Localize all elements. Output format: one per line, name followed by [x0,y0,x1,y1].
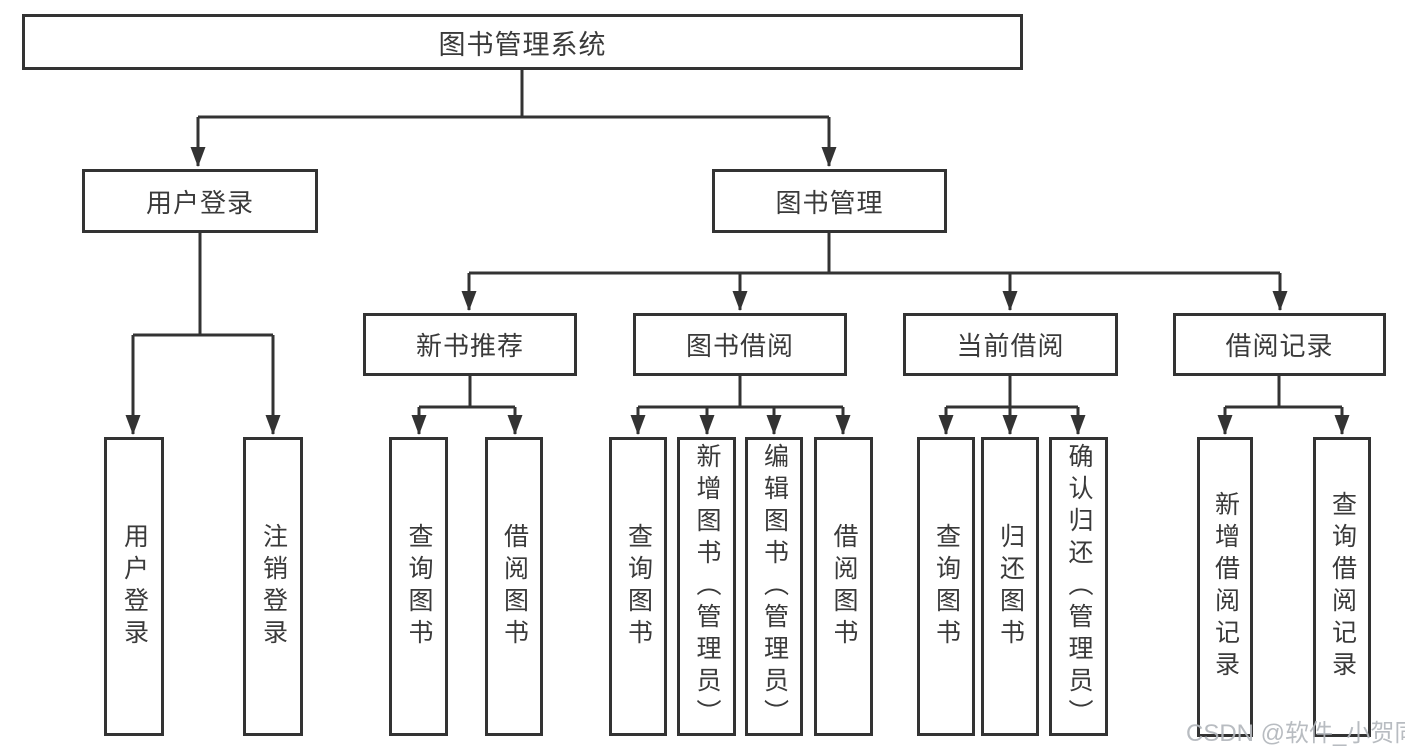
node-root: 图书管理系统 [22,14,1023,70]
leaf-return-books-label: 归还图书 [996,522,1025,651]
node-borrow-records: 借阅记录 [1173,313,1386,376]
leaf-user-login-label: 用户登录 [120,522,149,651]
leaf-borrow-query-books: 查询图书 [609,437,667,736]
node-new-book-recommend-label: 新书推荐 [415,331,524,361]
leaf-user-login: 用户登录 [104,437,164,736]
leaf-recommend-query-books-label: 查询图书 [405,522,433,651]
leaf-edit-books-admin: 编辑图书（管理员） [745,437,803,736]
leaf-confirm-return-admin-label: 确认归还（管理员） [1065,442,1093,731]
leaf-current-query-books: 查询图书 [917,437,975,736]
leaf-add-books-admin-label: 新增图书（管理员） [693,442,721,731]
node-book-management-label: 图书管理 [775,187,884,218]
leaf-add-borrow-record: 新增借阅记录 [1197,437,1253,737]
node-current-borrow-label: 当前借阅 [956,331,1065,361]
node-new-book-recommend: 新书推荐 [363,313,577,376]
node-book-management: 图书管理 [712,169,947,233]
leaf-add-borrow-record-label: 新增借阅记录 [1211,491,1240,683]
leaf-recommend-query-books: 查询图书 [389,437,448,736]
node-user-login: 用户登录 [82,169,318,233]
leaf-add-books-admin: 新增图书（管理员） [677,437,736,736]
leaf-logout: 注销登录 [243,437,303,736]
leaf-current-query-books-label: 查询图书 [932,522,961,651]
leaf-borrow-books: 借阅图书 [814,437,873,736]
node-book-borrow-label: 图书借阅 [685,331,794,361]
node-root-label: 图书管理系统 [438,29,607,60]
node-book-borrow: 图书借阅 [633,313,847,376]
leaf-edit-books-admin-label: 编辑图书（管理员） [760,442,789,731]
leaf-logout-label: 注销登录 [259,522,288,651]
node-user-login-label: 用户登录 [145,187,254,218]
leaf-recommend-borrow-books: 借阅图书 [485,437,543,736]
leaf-query-borrow-record: 查询借阅记录 [1313,437,1371,737]
leaf-borrow-query-books-label: 查询图书 [624,522,653,651]
node-borrow-records-label: 借阅记录 [1225,331,1334,361]
node-current-borrow: 当前借阅 [903,313,1118,376]
leaf-query-borrow-record-label: 查询借阅记录 [1328,491,1357,683]
leaf-confirm-return-admin: 确认归还（管理员） [1049,437,1108,736]
leaf-recommend-borrow-books-label: 借阅图书 [500,522,529,651]
watermark-text: CSDN @软件_小贺同学 [1186,720,1405,747]
leaf-return-books: 归还图书 [981,437,1039,736]
leaf-borrow-books-label: 借阅图书 [830,522,858,651]
